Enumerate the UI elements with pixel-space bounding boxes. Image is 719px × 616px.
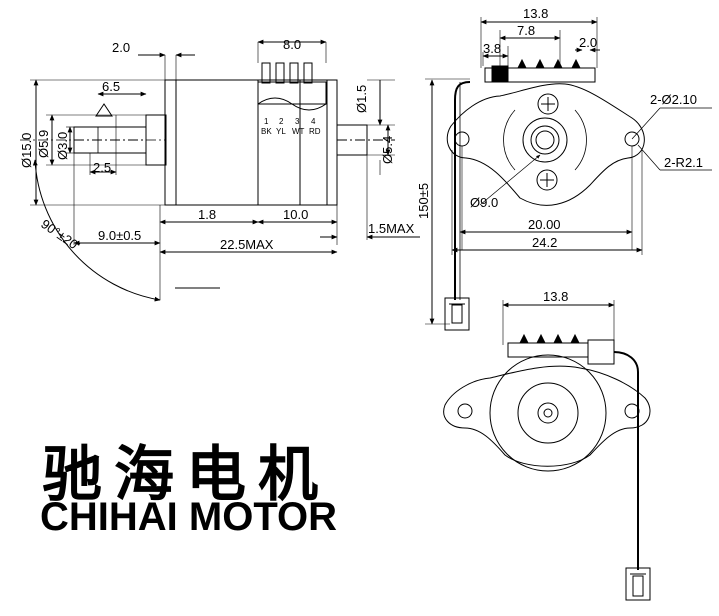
dim-6-5: 6.5 (102, 79, 120, 94)
dim-22-5-max: 22.5MAX (220, 237, 274, 252)
mount-hole-left (454, 131, 470, 147)
dim-1-8: 1.8 (198, 207, 216, 222)
wire-color-yl: YL (276, 127, 286, 136)
lead-connector (444, 297, 470, 331)
screw-icon (537, 93, 559, 115)
front-dim-lead-length: 150±5 (416, 183, 431, 219)
rear-flange (443, 365, 651, 467)
screw-icon (536, 169, 558, 191)
shaft-hole (535, 130, 555, 150)
dim-dia-1-5: Ø1.5 (354, 85, 369, 113)
dim-angle: 90°±20' (38, 216, 82, 253)
warning-triangle-icon (95, 103, 113, 117)
angle-arc (32, 159, 161, 302)
brand-chinese: 驰海电机 (42, 440, 330, 510)
front-dim-7-8: 7.8 (517, 23, 535, 38)
rear-view: 13.8 (443, 289, 651, 601)
front-dim-holes: 2-Ø2.10 (650, 92, 697, 107)
dim-dia-5-4: Ø5.4 (380, 136, 395, 164)
side-view: 2.0 8.0 6.5 Ø15.0 Ø5.9 Ø3.0 2.5 Ø1.5 Ø5.… (19, 37, 420, 302)
wire-color-bk: BK (261, 127, 272, 136)
mounting-flange (446, 83, 645, 206)
pin-number-2: 2 (279, 117, 284, 126)
wire-color-wt: WT (292, 127, 305, 136)
brand-english: CHIHAI MOTOR (40, 495, 338, 539)
rear-dim-13-8: 13.8 (543, 289, 568, 304)
pin-number-4: 4 (311, 117, 316, 126)
dim-8-0: 8.0 (283, 37, 301, 52)
front-dim-24-2: 24.2 (532, 235, 557, 250)
rear-mount-hole-right (624, 403, 640, 419)
dim-1-5-max: 1.5MAX (368, 221, 415, 236)
front-dim-2-0: 2.0 (579, 35, 597, 50)
dim-10-0: 10.0 (283, 207, 308, 222)
front-dim-13-8: 13.8 (523, 6, 548, 21)
dim-2-0: 2.0 (112, 40, 130, 55)
connector-pins (257, 62, 327, 111)
wire-lead (454, 81, 471, 300)
dim-dia-3-0: Ø3.0 (55, 132, 70, 160)
pin-number-3: 3 (295, 117, 300, 126)
dim-9-0: 9.0±0.5 (98, 228, 141, 243)
rear-wire-lead (613, 351, 639, 570)
front-dim-3-8: 3.8 (483, 41, 501, 56)
wire-color-rd: RD (309, 127, 321, 136)
front-dim-20-00: 20.00 (528, 217, 561, 232)
dim-2-5: 2.5 (93, 160, 111, 175)
front-dim-dia-9: Ø9.0 (470, 195, 498, 210)
pin-number-1: 1 (264, 117, 269, 126)
rear-mount-hole-left (457, 403, 473, 419)
front-view: 13.8 7.8 3.8 2.0 2-Ø2.10 2-R2.1 Ø9.0 20.… (416, 6, 712, 331)
dim-dia-5-9: Ø5.9 (36, 130, 51, 158)
rear-lead-connector (625, 567, 651, 601)
front-dim-radius: 2-R2.1 (664, 155, 703, 170)
motor-body-outline (164, 79, 338, 206)
dim-dia-15: Ø15.0 (19, 133, 34, 168)
